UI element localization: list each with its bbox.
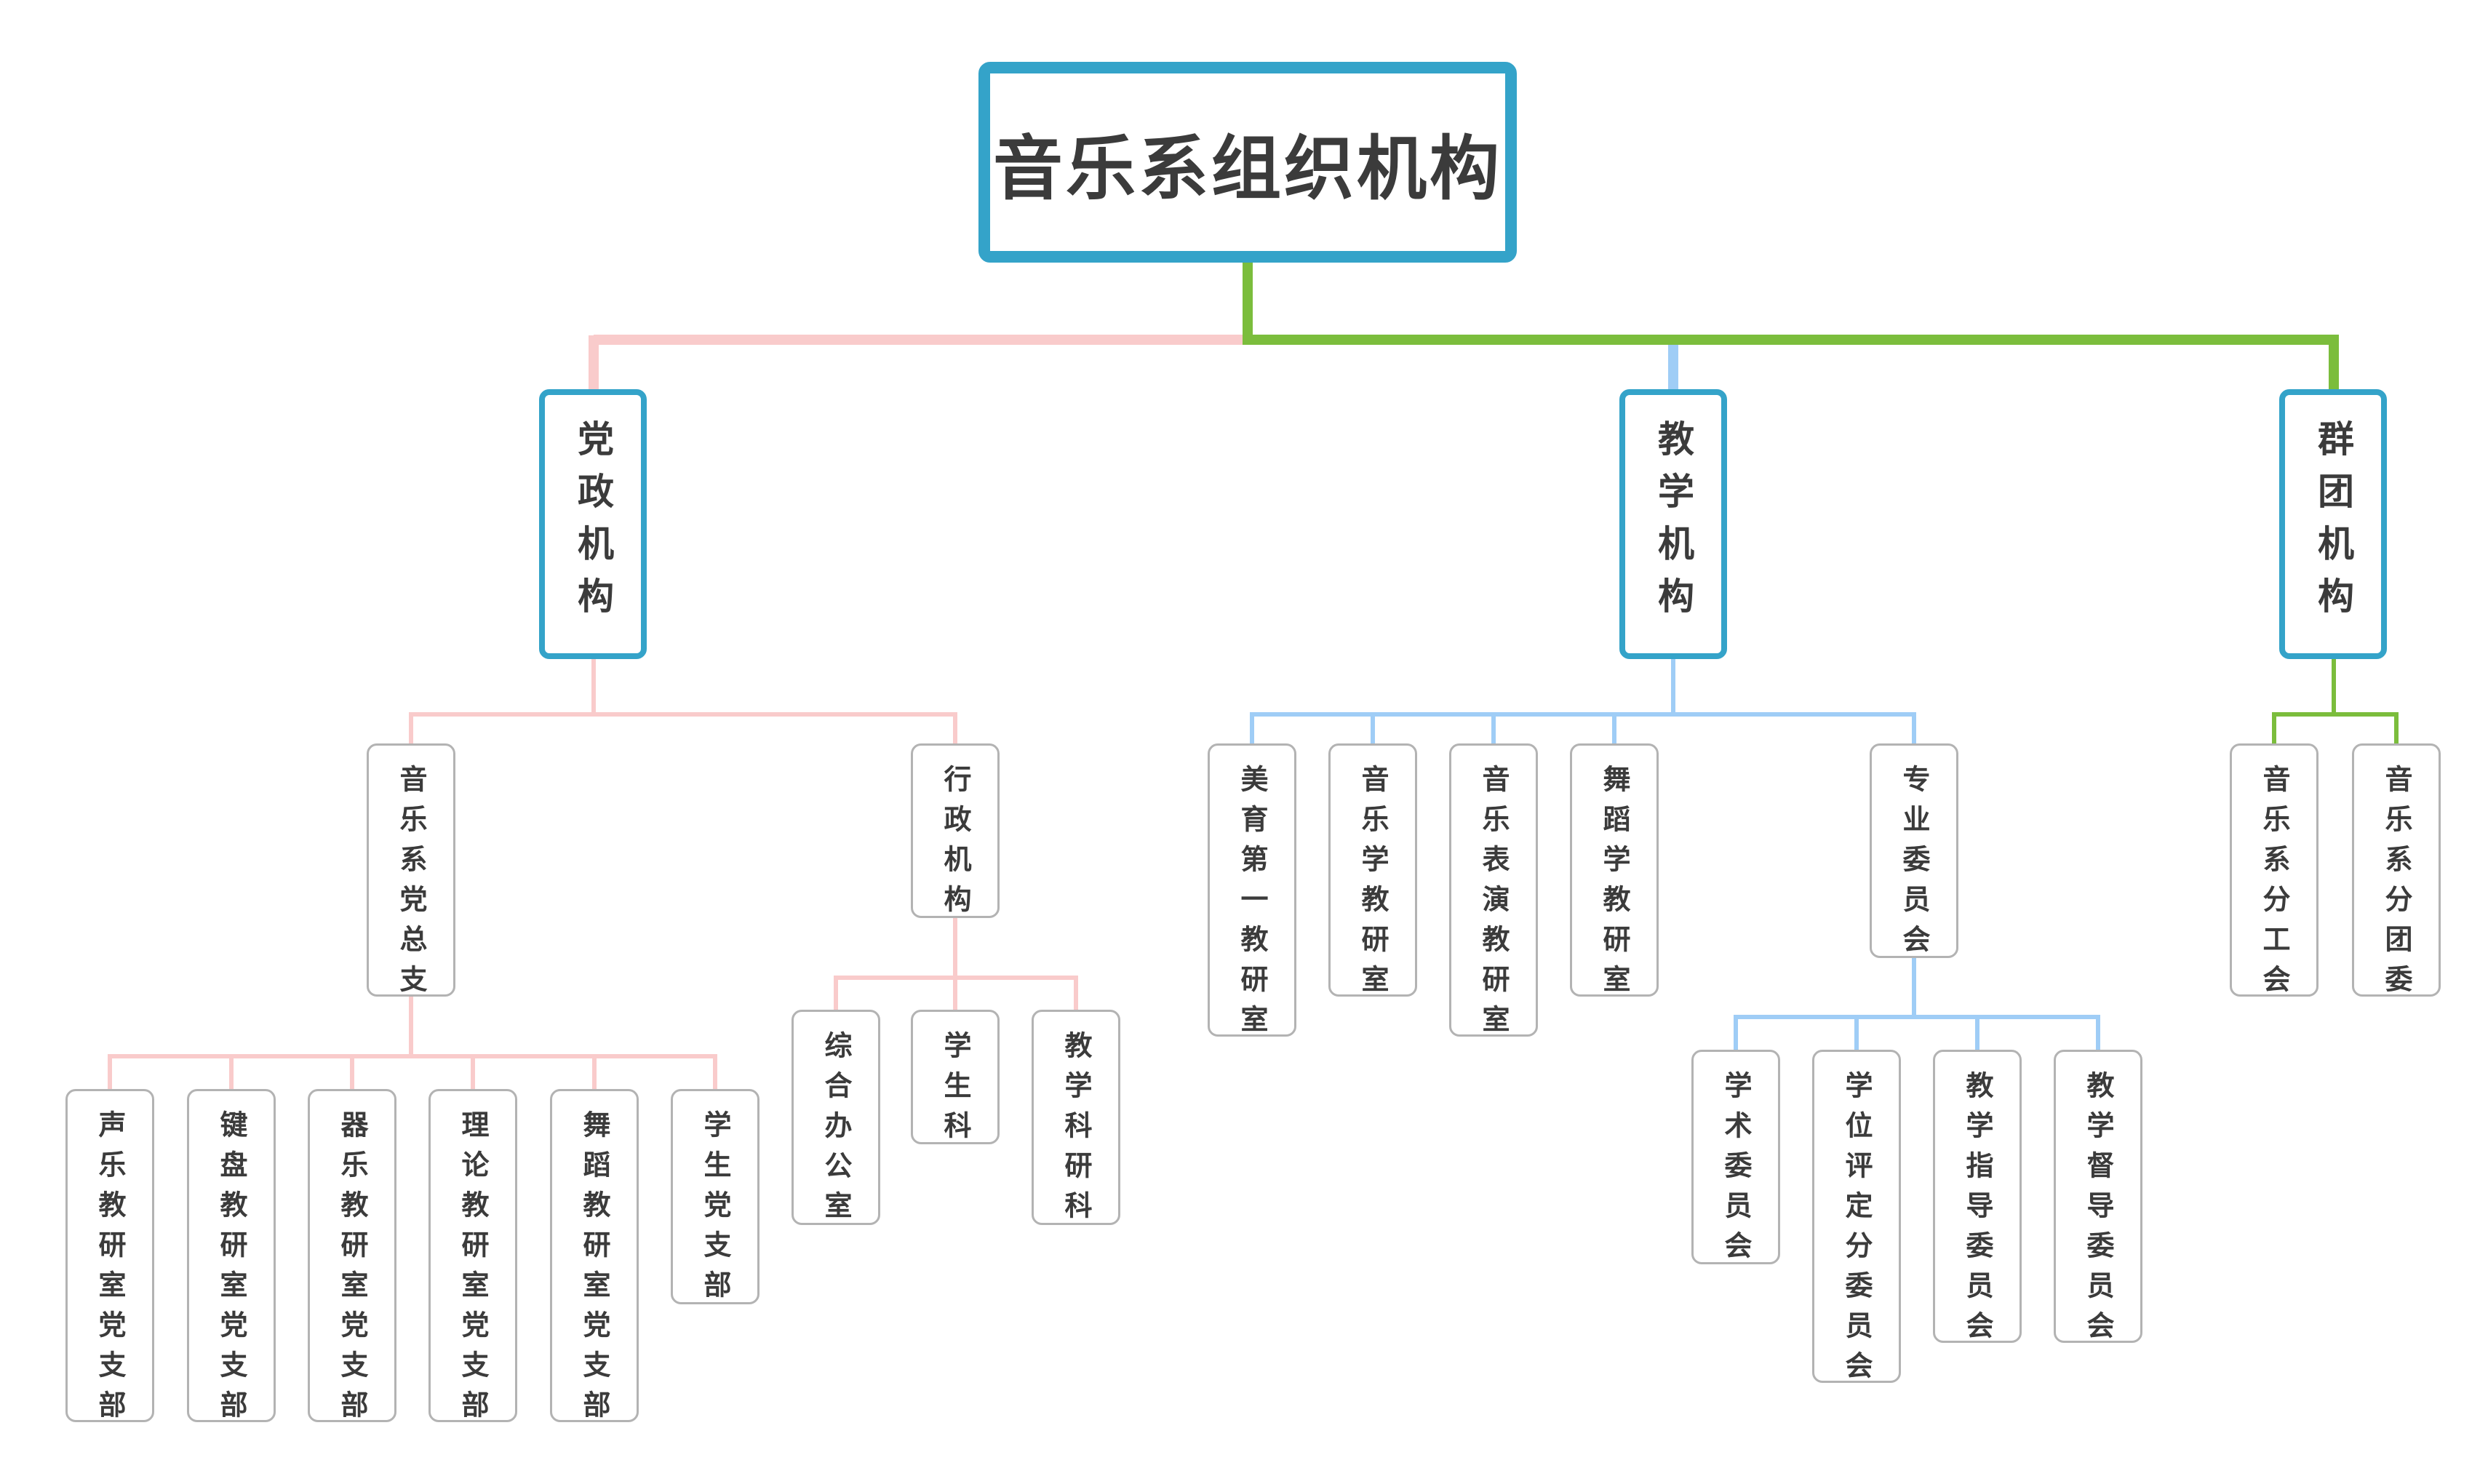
node-yinyuexue-jiaoyanshi: 音乐学教研室 — [1328, 743, 1417, 1005]
node-wudaoxue-jiaoyanshi: 舞蹈学教研室 — [1570, 743, 1659, 1005]
node-yinyuexi-fengonghui: 音乐系分工会 — [2230, 743, 2318, 1005]
node-xueshengke: 学生科 — [911, 1010, 1000, 1151]
root-title: 音乐系组织机构 — [993, 127, 1502, 210]
node-xuesheng-dangzhibu: 学生党支部 — [671, 1089, 759, 1310]
node-xuewei-pingding-fenweiyuanhui: 学位评定分委员会 — [1812, 1050, 1901, 1391]
node-yinyuexi-dangzongzhi: 音乐系党总支 — [367, 743, 455, 1005]
node-lilun-dangzhibu: 理论教研室党支部 — [428, 1089, 517, 1430]
node-dangzheng: 党政机构 — [539, 389, 647, 659]
node-yinyue-biaoyan-jiaoyanshi: 音乐表演教研室 — [1449, 743, 1538, 1045]
node-dangzheng-label: 党政机构 — [572, 419, 614, 629]
node-wudao-dangzhibu: 舞蹈教研室党支部 — [550, 1089, 639, 1430]
jiao-subtree-lines — [1250, 659, 2100, 1050]
node-jiaoxue: 教学机构 — [1619, 389, 1727, 659]
node-meiyu-diyi-jiaoyanshi: 美育第一教研室 — [1208, 743, 1296, 1045]
node-jiaoxue-keyanke: 教学科研科 — [1032, 1010, 1120, 1231]
qun-subtree-lines — [2272, 659, 2399, 743]
node-qiyue-dangzhibu: 器乐教研室党支部 — [308, 1089, 396, 1430]
node-zhuanye-weiyuanhui: 专业委员会 — [1870, 743, 1958, 965]
node-jianpan-dangzhibu: 键盘教研室党支部 — [187, 1089, 276, 1430]
node-quntuan: 群团机构 — [2279, 389, 2387, 659]
dang-subtree-lines — [108, 659, 1078, 1089]
node-shengyue-dangzhibu: 声乐教研室党支部 — [65, 1089, 154, 1430]
node-xueshu-weiyuanhui: 学术委员会 — [1691, 1050, 1780, 1271]
node-yinyuexi-fentuanwei: 音乐系分团委 — [2352, 743, 2441, 1005]
node-jiaoxue-dudao-weiyuanhui: 教学督导委员会 — [2054, 1050, 2142, 1351]
node-zonghe-bangongshi: 综合办公室 — [792, 1010, 880, 1231]
root-node: 音乐系组织机构 — [978, 62, 1517, 263]
node-quntuan-label: 群团机构 — [2312, 419, 2354, 629]
node-jiaoxue-label: 教学机构 — [1652, 419, 1694, 629]
node-xingzheng: 行政机构 — [911, 743, 1000, 925]
node-jiaoxue-zhidao-weiyuanhui: 教学指导委员会 — [1933, 1050, 2022, 1351]
